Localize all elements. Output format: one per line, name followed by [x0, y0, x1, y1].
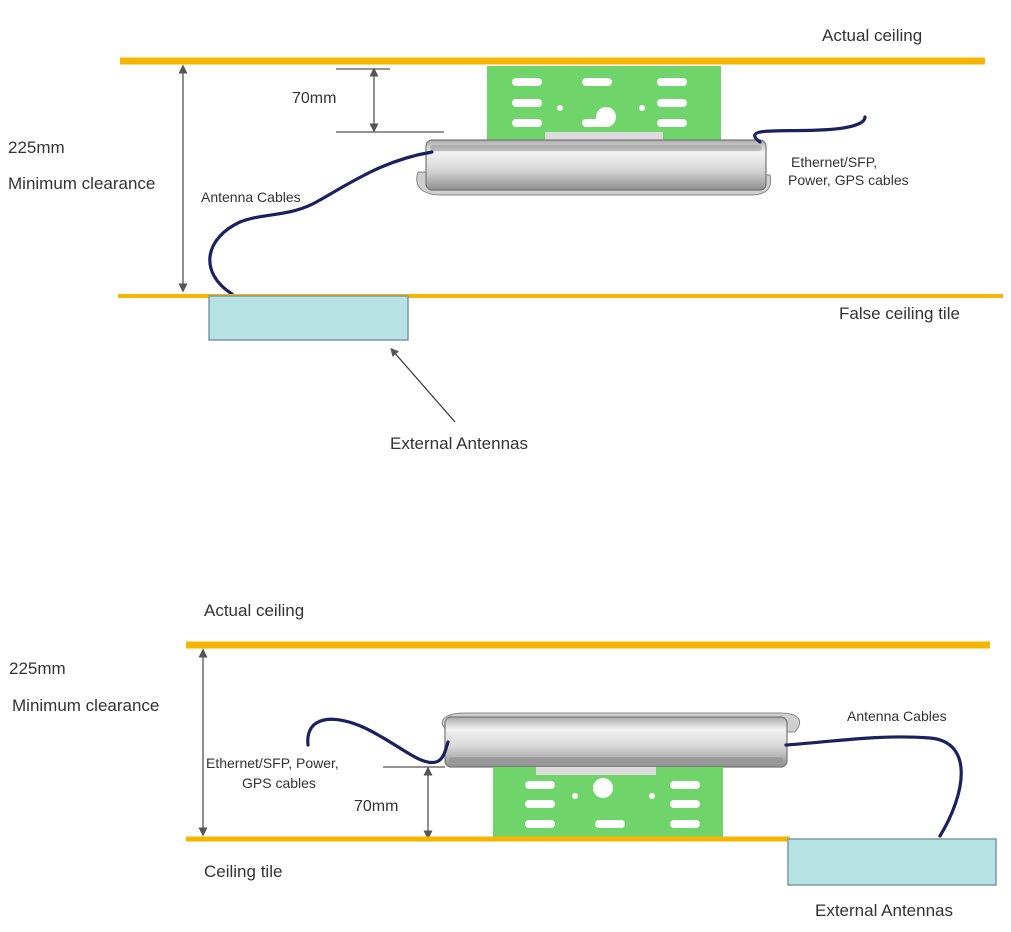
device-cable [755, 117, 865, 142]
actual-ceiling-label: Actual ceiling [204, 601, 304, 620]
antenna-cable [210, 152, 432, 294]
false-ceiling-label: False ceiling tile [839, 304, 960, 323]
clearance-value: 225mm [9, 659, 66, 678]
antenna-cables-label: Antenna Cables [847, 708, 947, 724]
ceiling-tile-label: Ceiling tile [204, 862, 282, 881]
bottom-diagram: Actual ceiling 225mm Minimum clearance [9, 601, 996, 920]
bracket-height-label: 70mm [354, 798, 398, 815]
device-cables-label-line1: Ethernet/SFP, Power, [206, 755, 339, 771]
external-antenna [209, 296, 408, 340]
device-cables-label-line1: Ethernet/SFP, [791, 154, 877, 170]
device-cables-label-line2: GPS cables [242, 775, 316, 791]
top-diagram: Actual ceiling 225mm Minimum clearance 7… [8, 26, 1003, 453]
external-antennas-label: External Antennas [390, 434, 528, 453]
device-unit [442, 713, 799, 767]
bracket-height-label: 70mm [292, 90, 336, 107]
clearance-value: 225mm [8, 138, 65, 157]
antenna-cable [786, 737, 961, 836]
external-antennas-label: External Antennas [815, 901, 953, 920]
device-cables-label-line2: Power, GPS cables [788, 172, 909, 188]
clearance-label: Minimum clearance [8, 174, 155, 193]
device-unit [417, 140, 771, 195]
external-antenna [788, 839, 996, 885]
mounting-bracket [487, 66, 721, 140]
mounting-bracket [493, 767, 723, 839]
clearance-label: Minimum clearance [12, 696, 159, 715]
actual-ceiling-label: Actual ceiling [822, 26, 922, 45]
antenna-cables-label: Antenna Cables [201, 189, 301, 205]
external-antenna-pointer [393, 351, 455, 422]
